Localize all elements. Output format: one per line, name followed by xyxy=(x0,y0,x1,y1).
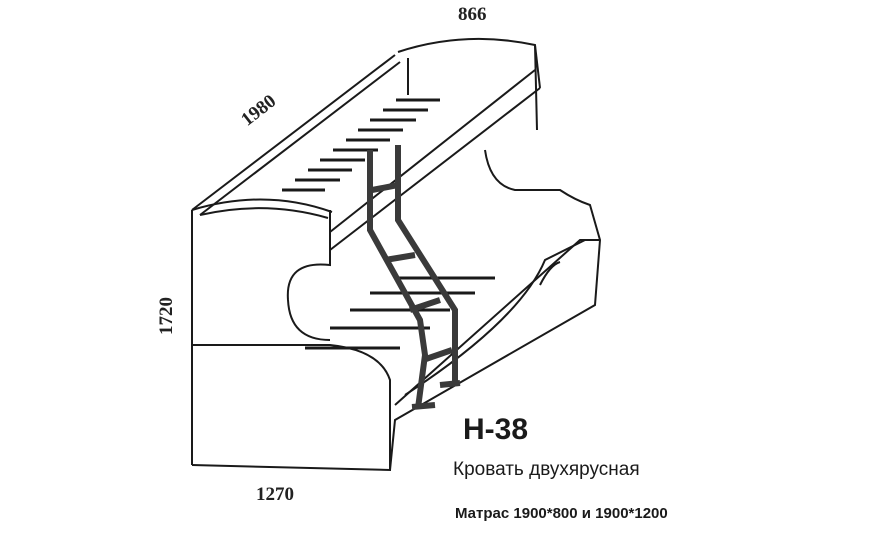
mattress-info: Матрас 1900*800 и 1900*1200 xyxy=(455,505,668,522)
width-dimension: 866 xyxy=(458,4,487,25)
ladder xyxy=(367,145,461,410)
height-dimension: 1720 xyxy=(156,297,177,335)
product-title: Кровать двухярусная xyxy=(453,459,640,480)
upper-bed-frame xyxy=(191,37,541,465)
upper-slats xyxy=(282,98,440,192)
model-number: Н-38 xyxy=(463,413,529,446)
lower-slats xyxy=(305,276,495,350)
length-dimension: 1270 xyxy=(256,484,294,505)
